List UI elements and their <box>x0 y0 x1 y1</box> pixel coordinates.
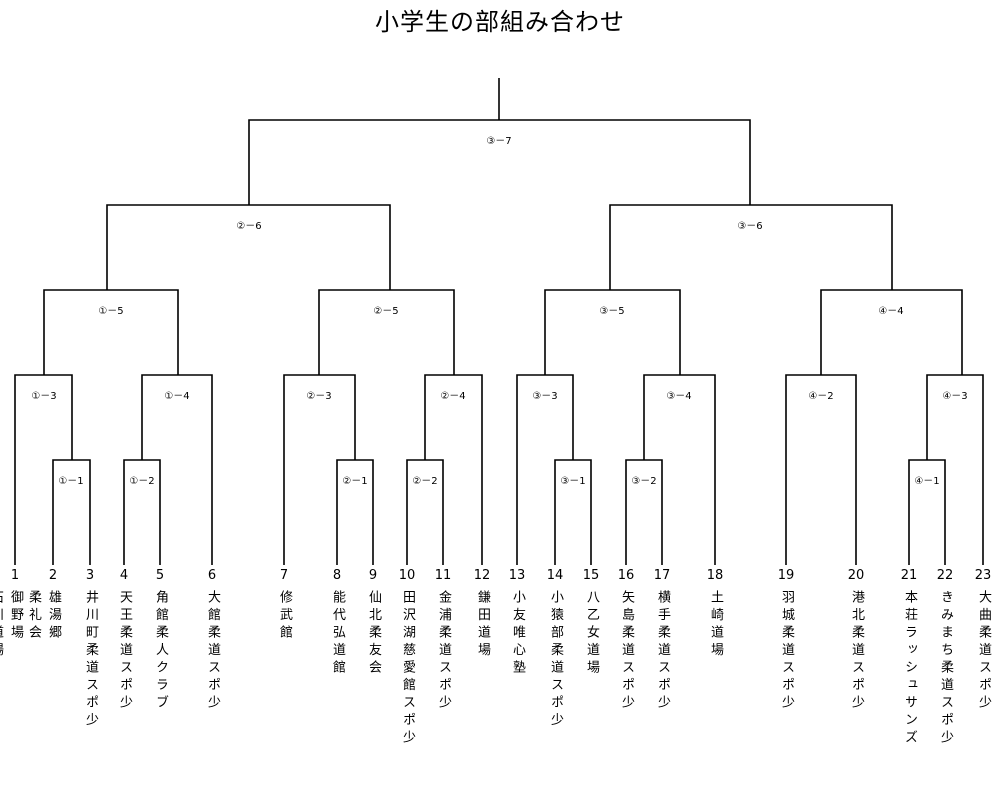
team-name: 井川町柔道スポ少 <box>83 590 98 730</box>
bracket-m31 <box>554 459 592 565</box>
bracket-m22 <box>406 459 444 565</box>
team-number: 16 <box>617 568 635 583</box>
match-label-m31: ③－1 <box>560 476 585 487</box>
bracket-m32 <box>625 459 663 565</box>
match-label-m14: ①－4 <box>164 391 189 402</box>
team-name: 羽城柔道スポ少 <box>779 590 794 713</box>
match-label-m24: ②－4 <box>440 391 465 402</box>
team-number: 9 <box>368 568 378 583</box>
team-name: 仙北柔友会 <box>366 590 381 678</box>
match-label-q5b: ②－5 <box>373 306 398 317</box>
team-name: 港北柔道スポ少 <box>849 590 864 713</box>
bracket-q5a <box>43 289 179 375</box>
team-number: 6 <box>207 568 217 583</box>
match-label-m33: ③－3 <box>532 391 557 402</box>
bracket-m13 <box>14 374 73 565</box>
bracket-m42 <box>785 374 857 565</box>
team-number: 11 <box>434 568 452 583</box>
bracket-q4d <box>820 289 963 375</box>
team-name: 八乙女道場 <box>584 590 599 678</box>
bracket-r6 <box>609 204 893 290</box>
team-number: 19 <box>777 568 795 583</box>
match-label-m13: ①－3 <box>31 391 56 402</box>
match-labels: ③－7 ②－6 ③－6 ①－5 ②－5 ③－5 ④－4 ①－3 ①－4 ②－3 … <box>31 136 967 487</box>
team-name: 本荘ラッシュサンズ <box>902 590 917 748</box>
match-label-l6: ②－6 <box>236 221 261 232</box>
team-number: 5 <box>155 568 165 583</box>
team-name: 御野場 石川道場 <box>0 590 23 660</box>
team-name: 角館柔人クラブ <box>153 590 168 713</box>
team-number: 14 <box>546 568 564 583</box>
match-label-q5c: ③－5 <box>599 306 624 317</box>
bracket-r7 <box>248 119 751 205</box>
bracket-q5b <box>318 289 455 375</box>
team-number: 17 <box>653 568 671 583</box>
team-name: 横手柔道スポ少 <box>655 590 670 713</box>
bracket-m41 <box>908 459 946 565</box>
bracket-m43 <box>926 374 984 565</box>
team-name: きみまち柔道スポ少 <box>938 590 953 748</box>
team-name: 小友唯心塾 <box>510 590 525 678</box>
team-number: 23 <box>974 568 992 583</box>
team-number: 2 <box>48 568 58 583</box>
match-label-m23: ②－3 <box>306 391 331 402</box>
team-number: 3 <box>85 568 95 583</box>
bracket-q5c <box>544 289 681 375</box>
team-name: 天王柔道スポ少 <box>117 590 132 713</box>
match-label-m11: ①－1 <box>58 476 83 487</box>
team-name: 田沢湖慈愛館スポ少 <box>400 590 415 748</box>
team-number: 22 <box>936 568 954 583</box>
team-name: 能代弘道館 <box>330 590 345 678</box>
team-number: 8 <box>332 568 342 583</box>
match-label-m22: ②－2 <box>412 476 437 487</box>
team-name: 矢島柔道スポ少 <box>619 590 634 713</box>
team-name: 修武館 <box>277 590 292 643</box>
bracket-m23 <box>283 374 356 565</box>
match-label-m41: ④－1 <box>914 476 939 487</box>
page-title: 小学生の部組み合わせ <box>375 8 625 36</box>
team-number: 12 <box>473 568 491 583</box>
team-number: 15 <box>582 568 600 583</box>
bracket-m12 <box>123 459 161 565</box>
match-label-m12: ①－2 <box>129 476 154 487</box>
bracket-m34 <box>643 374 716 565</box>
bracket-m33 <box>516 374 574 565</box>
team-number: 7 <box>279 568 289 583</box>
team-name: 大館柔道スポ少 <box>205 590 220 713</box>
team-name: 雄湯郷 柔礼会 <box>26 590 61 643</box>
team-number: 4 <box>119 568 129 583</box>
match-label-r7: ③－7 <box>486 136 511 147</box>
match-label-m34: ③－4 <box>666 391 691 402</box>
match-label-r6: ③－6 <box>737 221 762 232</box>
bracket-m14 <box>141 374 213 565</box>
team-name: 土崎道場 <box>708 590 723 660</box>
match-label-m32: ③－2 <box>631 476 656 487</box>
team-number: 13 <box>508 568 526 583</box>
match-label-m43: ④－3 <box>942 391 967 402</box>
match-label-m21: ②－1 <box>342 476 367 487</box>
bracket-m11 <box>52 459 91 565</box>
match-label-m42: ④－2 <box>808 391 833 402</box>
match-label-q4d: ④－4 <box>878 306 903 317</box>
bracket-lines <box>14 78 984 565</box>
team-name: 小猿部柔道スポ少 <box>548 590 563 730</box>
team-name: 大曲柔道スポ少 <box>976 590 991 713</box>
bracket-m21 <box>336 459 374 565</box>
bracket-l6 <box>106 204 391 290</box>
team-number: 18 <box>706 568 724 583</box>
team-name: 鎌田道場 <box>475 590 490 660</box>
team-number: 10 <box>398 568 416 583</box>
team-number: 1 <box>10 568 20 583</box>
bracket-m24 <box>424 374 483 565</box>
match-label-q5a: ①－5 <box>98 306 123 317</box>
team-number: 20 <box>847 568 865 583</box>
team-name: 金浦柔道スポ少 <box>436 590 451 713</box>
team-number: 21 <box>900 568 918 583</box>
